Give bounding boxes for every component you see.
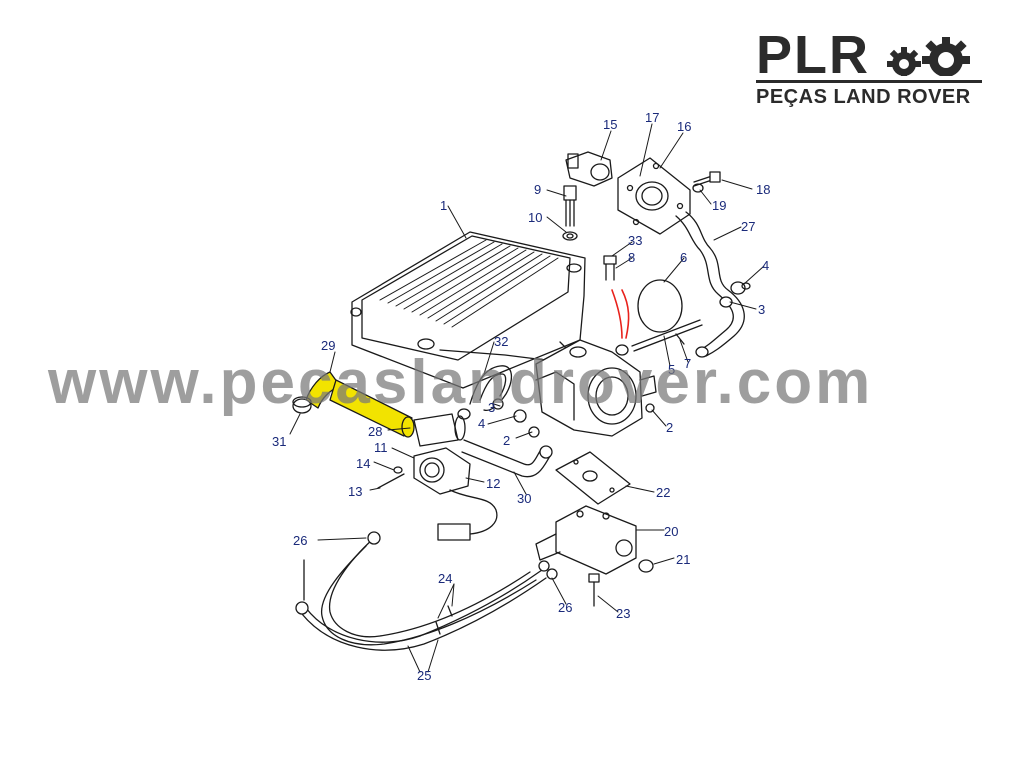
stud-8 bbox=[603, 255, 629, 356]
callout-31: 31 bbox=[272, 434, 286, 449]
callout-24: 24 bbox=[438, 571, 452, 586]
bolt-9 bbox=[562, 185, 578, 241]
callout-18: 18 bbox=[756, 182, 770, 197]
callout-25: 25 bbox=[417, 668, 431, 683]
callout-33: 33 bbox=[628, 233, 642, 248]
callout-11: 11 bbox=[374, 440, 388, 455]
hose-24 bbox=[321, 537, 537, 646]
logo-divider bbox=[756, 80, 982, 83]
sensor-part bbox=[565, 151, 613, 187]
callout-28: 28 bbox=[368, 424, 382, 439]
flange-plate bbox=[617, 157, 691, 235]
cap-31 bbox=[292, 396, 312, 414]
fitting-right bbox=[719, 281, 751, 308]
callout-8: 8 bbox=[628, 250, 635, 265]
screw-13 bbox=[377, 466, 405, 489]
leader-lines bbox=[289, 123, 765, 673]
bolt-23 bbox=[588, 573, 600, 607]
callout-27: 27 bbox=[741, 219, 755, 234]
connector-tube bbox=[413, 408, 471, 447]
logo-brand: PLR bbox=[756, 25, 870, 85]
gasket-disc bbox=[637, 279, 683, 333]
callout-26: 26 bbox=[558, 600, 572, 615]
callout-2: 2 bbox=[666, 420, 673, 435]
throttle-body bbox=[535, 339, 657, 437]
small-fittings bbox=[492, 398, 655, 438]
watermark-url: www.pecaslandrover.com bbox=[48, 348, 874, 417]
callout-10: 10 bbox=[528, 210, 542, 225]
logo-subtitle: PEÇAS LAND ROVER bbox=[756, 86, 971, 108]
highlight-line-2 bbox=[621, 289, 630, 339]
callout-14: 14 bbox=[356, 456, 370, 471]
callout-21: 21 bbox=[676, 552, 690, 567]
callout-3: 3 bbox=[488, 400, 495, 415]
callout-32: 32 bbox=[494, 334, 508, 349]
bolt-21 bbox=[638, 559, 654, 573]
callout-labels: 1 2 2 3 3 4 4 5 6 7 8 9 10 11 12 13 14 1… bbox=[272, 110, 770, 683]
plenum-chamber bbox=[350, 231, 586, 389]
callout-2: 2 bbox=[503, 433, 510, 448]
callout-16: 16 bbox=[677, 119, 691, 134]
callout-7: 7 bbox=[684, 356, 691, 371]
callout-4: 4 bbox=[762, 258, 769, 273]
plr-logo: PLR PEÇAS LAND ROVER bbox=[752, 28, 984, 110]
valve-11 bbox=[413, 447, 498, 541]
callout-5: 5 bbox=[668, 362, 675, 377]
bolt-18 bbox=[692, 171, 721, 193]
callout-4: 4 bbox=[478, 416, 485, 431]
callout-22: 22 bbox=[656, 485, 670, 500]
callout-29: 29 bbox=[321, 338, 335, 353]
highlight-line bbox=[611, 289, 623, 339]
callout-6: 6 bbox=[680, 250, 687, 265]
hose-25 bbox=[301, 569, 547, 651]
hose-27 bbox=[675, 211, 745, 358]
straight-hose-28 bbox=[329, 379, 415, 438]
gasket-plate-22 bbox=[555, 451, 631, 505]
gears-icon bbox=[870, 37, 980, 80]
callout-23: 23 bbox=[616, 606, 630, 621]
callout-19: 19 bbox=[712, 198, 726, 213]
callout-3: 3 bbox=[758, 302, 765, 317]
callout-1: 1 bbox=[440, 198, 447, 213]
callout-9: 9 bbox=[534, 182, 541, 197]
rod-5 bbox=[631, 319, 703, 352]
callout-20: 20 bbox=[664, 524, 678, 539]
callout-13: 13 bbox=[348, 484, 362, 499]
clips-26 bbox=[295, 531, 558, 615]
callout-17: 17 bbox=[645, 110, 659, 125]
callout-26: 26 bbox=[293, 533, 307, 548]
housing-20 bbox=[535, 505, 637, 575]
callout-30: 30 bbox=[517, 491, 531, 506]
callout-12: 12 bbox=[486, 476, 500, 491]
callout-15: 15 bbox=[603, 117, 617, 132]
hose-30 bbox=[461, 439, 553, 478]
